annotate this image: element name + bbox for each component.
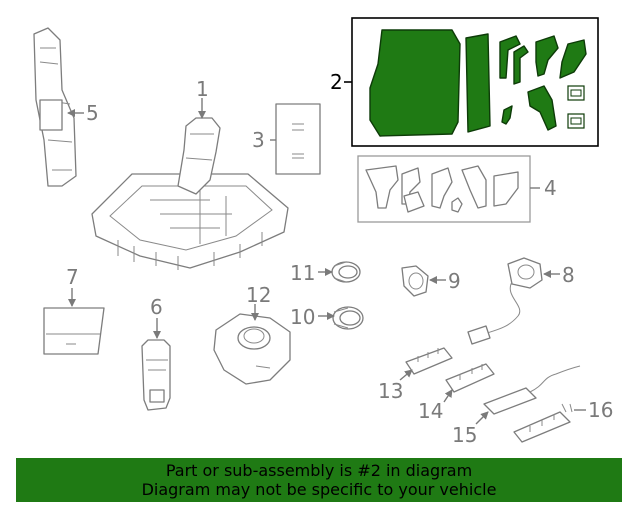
part-3-label-card bbox=[275, 103, 321, 175]
part-5-side-trim bbox=[33, 27, 77, 187]
callout-4: 4 bbox=[544, 176, 557, 200]
callout-9: 9 bbox=[448, 269, 461, 293]
callout-10: 10 bbox=[290, 305, 315, 329]
callout-11: 11 bbox=[290, 261, 315, 285]
callout-3: 3 bbox=[252, 128, 265, 152]
callout-5: 5 bbox=[86, 101, 99, 125]
callout-2: 2 bbox=[330, 70, 343, 94]
leader-15 bbox=[475, 411, 489, 425]
banner-line-1: Part or sub-assembly is #2 in diagram bbox=[165, 461, 473, 480]
part-2-trim-set-highlighted bbox=[351, 17, 599, 147]
leader-14 bbox=[443, 389, 453, 403]
part-8-socket-with-wire bbox=[467, 257, 543, 345]
part-6-switch-module bbox=[141, 339, 171, 411]
part-9-socket bbox=[401, 265, 429, 297]
callout-8: 8 bbox=[562, 263, 575, 287]
part-12-controller-knob bbox=[213, 313, 291, 385]
part-14-connector bbox=[445, 363, 495, 393]
part-11-socket bbox=[331, 261, 361, 283]
callout-7: 7 bbox=[66, 265, 79, 289]
callout-15: 15 bbox=[452, 423, 477, 447]
part-1-shifter-console bbox=[91, 117, 289, 270]
callout-6: 6 bbox=[150, 295, 163, 319]
callout-16: 16 bbox=[588, 398, 613, 422]
part-7-console-panel bbox=[43, 307, 105, 355]
banner-line-2: Diagram may not be specific to your vehi… bbox=[141, 480, 497, 499]
callout-13: 13 bbox=[378, 379, 403, 403]
callout-1: 1 bbox=[196, 77, 209, 101]
part-4-trim-kit bbox=[357, 155, 531, 223]
leader-13 bbox=[399, 369, 413, 381]
callout-12: 12 bbox=[246, 283, 271, 307]
part-10-socket bbox=[332, 306, 364, 330]
part-15-wire-harness bbox=[483, 365, 581, 415]
part-13-connector bbox=[405, 347, 453, 375]
parts-diagram: 5 1 3 2 bbox=[33, 17, 613, 447]
part-16-terminal-connector bbox=[513, 403, 573, 443]
fitment-notice-banner: Part or sub-assembly is #2 in diagram Di… bbox=[16, 458, 622, 502]
callout-14: 14 bbox=[418, 399, 443, 423]
